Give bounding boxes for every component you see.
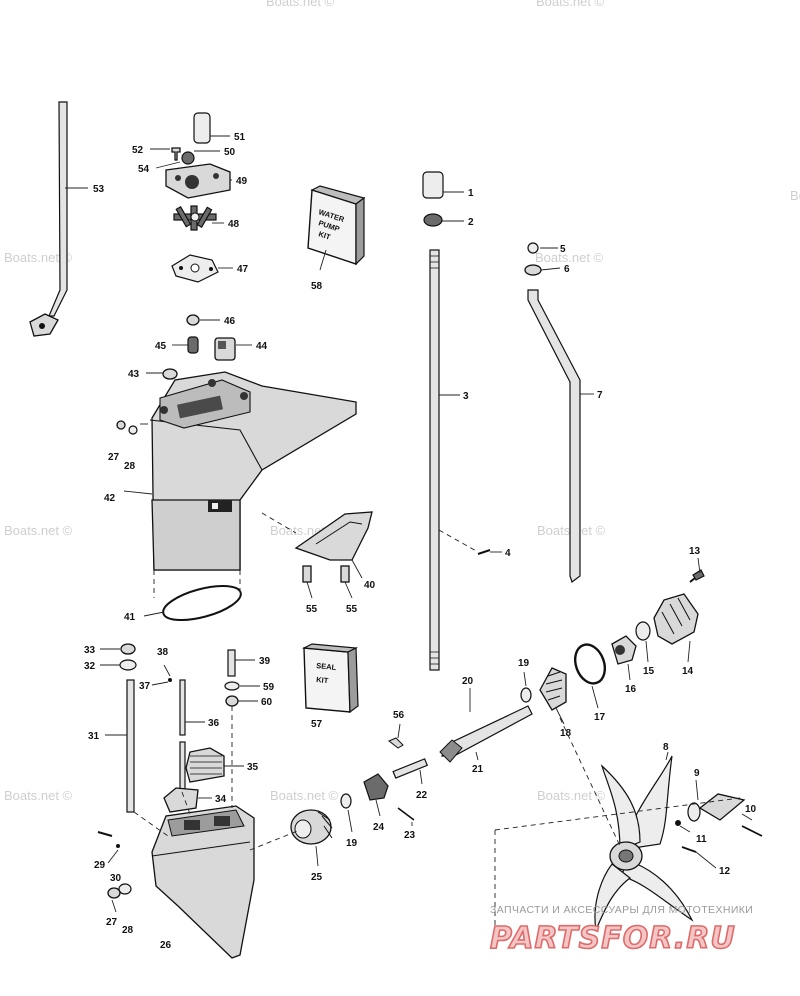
watermark: Boats.net © [4, 788, 73, 803]
callout-26: 26 [160, 940, 172, 951]
kit-label-line: SEAL [316, 661, 337, 672]
callout-39: 39 [259, 656, 271, 667]
callout-57: 57 [311, 719, 323, 730]
callout-12: 12 [719, 866, 731, 877]
callout-22: 22 [416, 790, 428, 801]
callout-28: 28 [122, 925, 134, 936]
callout-56: 56 [393, 710, 405, 721]
callout-54: 54 [138, 164, 150, 175]
callout-5: 5 [560, 244, 566, 255]
gasket-part [162, 584, 242, 622]
callout-44: 44 [256, 341, 268, 352]
shift-rod-part [29, 101, 68, 337]
callout-11: 11 [696, 834, 707, 845]
callout-53: 53 [93, 184, 105, 195]
callout-29: 29 [94, 860, 106, 871]
anti-ventilation-plate [294, 511, 373, 583]
callout-20: 20 [462, 676, 474, 687]
callout-34: 34 [215, 794, 227, 805]
callout-2: 2 [468, 217, 474, 228]
watermark: Boats.net © [535, 250, 604, 265]
callout-14: 14 [682, 666, 694, 677]
propeller-shaft-parts [340, 569, 705, 821]
seal-kit-box: SEAL KIT [301, 643, 359, 714]
callout-27: 27 [108, 452, 120, 463]
callout-19: 19 [518, 658, 530, 669]
callout-6: 6 [564, 264, 570, 275]
forward-gear-part [290, 809, 333, 845]
watermark: Boats.net © [4, 250, 73, 265]
callout-52: 52 [132, 145, 144, 156]
callout-40: 40 [364, 580, 376, 591]
callout-32: 32 [84, 661, 96, 672]
callout-labels: 53 51 50 52 54 49 48 47 46 45 44 43 27 2… [84, 132, 757, 951]
callout-38: 38 [157, 647, 169, 658]
callout-45: 45 [155, 341, 167, 352]
callout-48: 48 [228, 219, 240, 230]
callout-28: 28 [124, 461, 136, 472]
water-pump-kit-box: WATER PUMP KIT [307, 185, 366, 266]
callout-47: 47 [237, 264, 249, 275]
callout-59: 59 [263, 682, 275, 693]
callout-24: 24 [373, 822, 385, 833]
callout-9: 9 [694, 768, 700, 779]
callout-42: 42 [104, 493, 116, 504]
callout-18: 18 [560, 728, 572, 739]
callout-31: 31 [88, 731, 100, 742]
watermark: Boats.net © [790, 188, 800, 203]
callout-16: 16 [625, 684, 637, 695]
watermark: Boats.net © [270, 788, 339, 803]
watermarks: Boats.net © Boats.net © Boats.net © Boat… [4, 0, 800, 803]
callout-1: 1 [468, 188, 474, 199]
callout-60: 60 [261, 697, 273, 708]
callout-4: 4 [505, 548, 511, 559]
callout-7: 7 [597, 390, 603, 401]
callout-27: 27 [106, 917, 118, 928]
footer-logo: PARTSFOR.RU [490, 921, 736, 956]
water-pump-parts [162, 112, 236, 380]
upper-drive-housing [116, 371, 357, 571]
callout-55: 55 [346, 604, 358, 615]
callout-13: 13 [689, 546, 701, 557]
callout-49: 49 [236, 176, 248, 187]
watermark: Boats.net © [537, 788, 606, 803]
callout-43: 43 [128, 369, 140, 380]
callout-30: 30 [110, 873, 122, 884]
footer-branding: ЗАПЧАСТИ И АКСЕССУАРЫ ДЛЯ МОТОТЕХНИКИ PA… [489, 904, 753, 957]
watermark: Boats.net © [4, 523, 73, 538]
callout-58: 58 [311, 281, 323, 292]
callout-25: 25 [311, 872, 323, 883]
kit-label-line: KIT [316, 675, 329, 685]
gearcase-housing [151, 805, 255, 959]
footer-tagline: ЗАПЧАСТИ И АКСЕССУАРЫ ДЛЯ МОТОТЕХНИКИ [490, 904, 753, 916]
callout-17: 17 [594, 712, 606, 723]
callout-19: 19 [346, 838, 358, 849]
callout-33: 33 [84, 645, 96, 656]
callout-41: 41 [124, 612, 136, 623]
callout-35: 35 [247, 762, 259, 773]
callout-21: 21 [472, 764, 484, 775]
callout-15: 15 [643, 666, 655, 677]
callout-36: 36 [208, 718, 220, 729]
watermark: Boats.net © [536, 0, 605, 9]
callout-3: 3 [463, 391, 469, 402]
lower-unit-small-parts [97, 643, 240, 899]
drive-shaft-part [422, 171, 491, 671]
callout-37: 37 [139, 681, 151, 692]
callout-55: 55 [306, 604, 318, 615]
leader-lines [65, 135, 753, 930]
callout-8: 8 [663, 742, 669, 753]
callout-46: 46 [224, 316, 236, 327]
propeller-part [594, 755, 763, 933]
callout-23: 23 [404, 830, 416, 841]
callout-51: 51 [234, 132, 246, 143]
callout-10: 10 [745, 804, 757, 815]
kit-label-line: KIT [317, 229, 332, 241]
callout-50: 50 [224, 147, 236, 158]
watermark: Boats.net © [266, 0, 335, 9]
